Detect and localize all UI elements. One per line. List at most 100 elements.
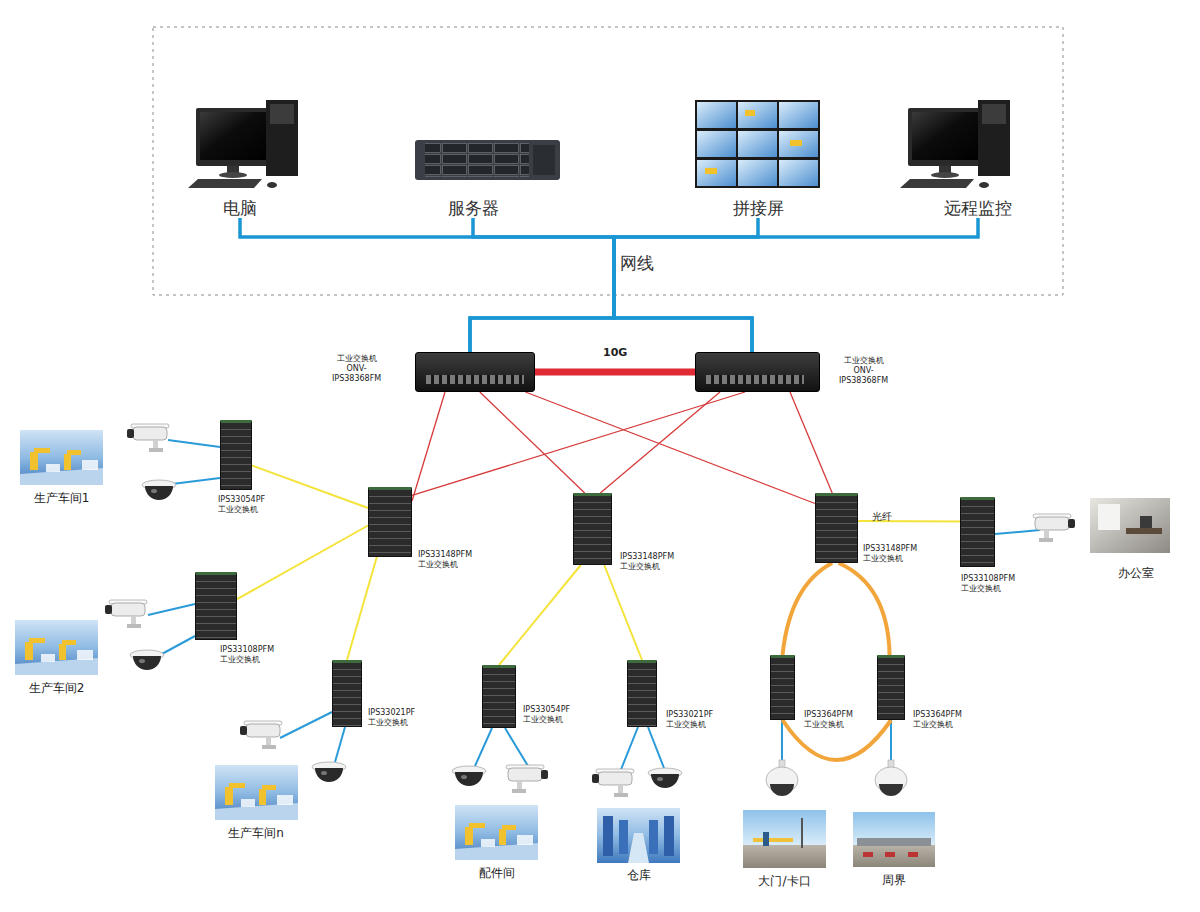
dashed-region (153, 27, 1063, 295)
node-label: IPS33108PFM 工业交换机 (961, 574, 1015, 594)
camera-cable (620, 727, 638, 772)
dome-camera (452, 766, 486, 786)
node-label: IPS33108PFM 工业交换机 (220, 645, 274, 665)
camera-cable (995, 530, 1040, 534)
ptz-camera (766, 760, 798, 796)
bullet-camera (105, 600, 147, 628)
camera-cable (505, 728, 528, 766)
site-photo: 大门/卡口 (743, 810, 826, 868)
aggregation-switch: IPS33148PFM 工业交换机 (815, 493, 858, 563)
site-photo: 周界 (853, 812, 935, 867)
server-node: 服务器 (410, 130, 536, 218)
camera-cable (781, 720, 783, 760)
access-switch: IPS33054PF 工业交换机 (220, 420, 252, 490)
network-link (480, 392, 585, 493)
network-link (412, 392, 745, 495)
camera-cable (475, 728, 492, 766)
network-link (470, 218, 978, 352)
video-tile (779, 131, 818, 157)
camera-cable (648, 727, 664, 768)
bullet-camera (127, 424, 169, 452)
access-switch: IPS33021PF 工业交换机 (332, 660, 362, 727)
warehouse-photo (597, 808, 680, 863)
video-tile (697, 160, 736, 186)
computer-icon (188, 100, 298, 188)
workshop-photo (215, 765, 298, 820)
camera-cable (160, 636, 195, 655)
network-link (499, 565, 581, 665)
site-photo: 办公室 (1090, 498, 1170, 553)
office-photo (1090, 498, 1170, 553)
camera-cable (335, 727, 345, 762)
camera-cable (148, 604, 195, 615)
camera-cable (172, 478, 220, 484)
access-switch: IPS33108PFM 工业交换机 (960, 497, 995, 567)
video-tile (738, 160, 777, 186)
site-photo: 生产车间n (215, 765, 297, 820)
node-label: IPS33148PFM 工业交换机 (418, 550, 472, 570)
network-link (252, 466, 368, 509)
network-link (600, 392, 720, 493)
node-label: 生产车间n (195, 826, 317, 840)
node-label: 工业交换机 ONV-IPS38368FM (332, 354, 381, 384)
dome-camera (648, 768, 682, 788)
video-tile (779, 160, 818, 186)
node-label: IPS33021PF 工业交换机 (368, 708, 415, 728)
node-label: 仓库 (577, 868, 700, 882)
video-tile (779, 102, 818, 128)
link-label: 10G (603, 346, 627, 359)
node-label: 生产车间1 (0, 491, 123, 505)
dome-camera (312, 762, 346, 782)
node-label: 电脑 (160, 198, 320, 218)
site-photo: 生产车间2 (15, 620, 98, 675)
node-label: 办公室 (1118, 566, 1154, 580)
video-wall-node: 拼接屏 (695, 95, 821, 218)
tile-detail (705, 168, 717, 174)
node-label: 周界 (833, 873, 955, 887)
dome-camera (130, 650, 164, 670)
network-link (535, 369, 695, 376)
node-label: 工业交换机 ONV-IPS38368FM (839, 356, 888, 386)
network-link (839, 563, 890, 655)
bullet-camera (592, 769, 634, 797)
network-link (525, 392, 815, 504)
video-tile (697, 102, 736, 128)
ring-switch: IPS3364PFM 工业交换机 (770, 655, 795, 720)
network-link (347, 557, 377, 660)
core-switch: 工业交换机 ONV-IPS38368FM (415, 352, 535, 392)
perimeter-photo (853, 812, 935, 867)
video-tile (738, 131, 777, 157)
network-link (790, 392, 832, 493)
core-switch: 工业交换机 ONV-IPS38368FM (695, 352, 820, 392)
video-tile (738, 102, 777, 128)
node-label: IPS33148PFM 工业交换机 (620, 552, 674, 572)
cable-label: 网线 (620, 252, 654, 275)
server-panel (533, 145, 555, 175)
network-link (614, 218, 978, 352)
computer-node: 电脑 (180, 95, 300, 218)
node-label: IPS33148PFM 工业交换机 (863, 544, 917, 564)
node-label: IPS33054PF 工业交换机 (218, 495, 265, 515)
node-label: 配件间 (435, 866, 558, 880)
access-switch: IPS33108PFM 工业交换机 (195, 572, 237, 640)
access-switch: IPS33054PF 工业交换机 (482, 665, 516, 728)
video-tile (697, 131, 736, 157)
camera-cable (280, 712, 332, 738)
link-label: 光纤 (872, 510, 892, 524)
gate-photo (743, 810, 826, 868)
network-link (237, 526, 368, 600)
network-link (412, 392, 445, 501)
tile-detail (790, 140, 802, 146)
node-label: 远程监控 (895, 198, 1061, 218)
site-photo: 仓库 (597, 808, 680, 862)
node-label: IPS3364PFM 工业交换机 (913, 710, 962, 730)
camera-cable (168, 440, 220, 447)
node-label: IPS33021PF 工业交换机 (666, 710, 713, 730)
access-switch: IPS33021PF 工业交换机 (627, 660, 657, 727)
video-wall (695, 100, 820, 188)
aggregation-switch: IPS33148PFM 工业交换机 (573, 493, 612, 565)
node-label: IPS3364PFM 工业交换机 (804, 710, 853, 730)
node-label: IPS33054PF 工业交换机 (523, 705, 570, 725)
